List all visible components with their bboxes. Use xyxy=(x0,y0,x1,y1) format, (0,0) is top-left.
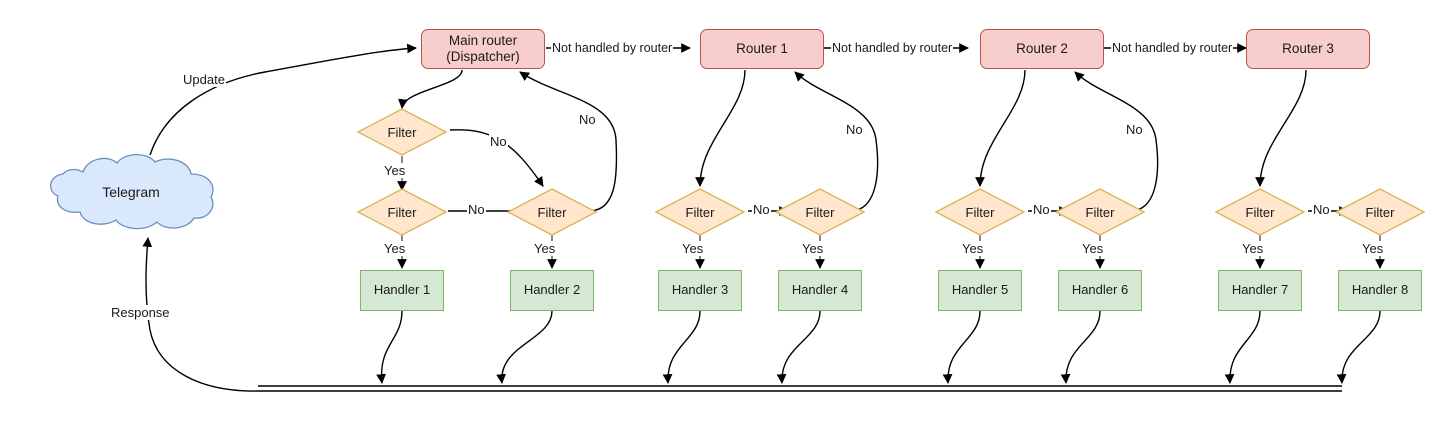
handler-3-label: Handler 3 xyxy=(671,282,729,298)
filter-0-label: Filter xyxy=(387,124,417,140)
filter-1-label: Filter xyxy=(387,204,417,220)
handler-1[interactable]: Handler 1 xyxy=(360,270,444,311)
edge-label-not-handled-1: Not handled by router xyxy=(551,41,674,55)
edge-h3-bus xyxy=(662,310,701,384)
handler-6[interactable]: Handler 6 xyxy=(1058,270,1142,311)
edge-label-no-r2-back: No xyxy=(1125,122,1144,137)
filter-5[interactable]: Filter xyxy=(935,188,1025,236)
handler-4[interactable]: Handler 4 xyxy=(778,270,862,311)
diamond-shape xyxy=(775,188,865,236)
edge-label-yes-8: Yes xyxy=(1361,241,1385,256)
edge-h4-bus xyxy=(776,310,821,384)
router-main[interactable]: Main router (Dispatcher) xyxy=(421,29,545,69)
filter-2[interactable]: Filter xyxy=(507,188,597,236)
cloud-icon xyxy=(50,153,214,230)
diamond-shape xyxy=(1055,188,1145,236)
edge-label-yes-5: Yes xyxy=(961,241,985,256)
edge-label-yes-top: Yes xyxy=(383,163,407,178)
handler-1-label: Handler 1 xyxy=(373,282,431,298)
edge-label-yes-3: Yes xyxy=(681,241,705,256)
edge-update xyxy=(149,43,417,156)
diamond-shape xyxy=(507,188,597,236)
edge-label-no-r1: No xyxy=(752,202,771,217)
telegram-cloud: Telegram xyxy=(45,152,217,232)
filter-2-label: Filter xyxy=(537,204,567,220)
router-1[interactable]: Router 1 xyxy=(700,29,824,69)
edge-h8-bus xyxy=(1336,310,1381,384)
router-2-label: Router 2 xyxy=(1016,41,1068,57)
router-main-label: Main router (Dispatcher) xyxy=(446,33,520,64)
edge-label-yes-2: Yes xyxy=(533,241,557,256)
diamond-shape xyxy=(655,188,745,236)
edge-h1-bus xyxy=(376,310,403,384)
handler-8[interactable]: Handler 8 xyxy=(1338,270,1422,311)
router-main-line1: Main router xyxy=(448,33,518,49)
handler-2-label: Handler 2 xyxy=(523,282,581,298)
handler-3[interactable]: Handler 3 xyxy=(658,270,742,311)
filter-6[interactable]: Filter xyxy=(1055,188,1145,236)
edge-f6-no-back xyxy=(1074,71,1159,212)
diamond-shape xyxy=(1335,188,1425,236)
filter-5-label: Filter xyxy=(965,204,995,220)
edge-label-not-handled-2: Not handled by router xyxy=(831,41,954,55)
edge-label-no-r1-back: No xyxy=(845,122,864,137)
edge-label-update: Update xyxy=(182,72,226,87)
telegram-label: Telegram xyxy=(102,184,160,200)
handler-7-label: Handler 7 xyxy=(1231,282,1289,298)
handler-7[interactable]: Handler 7 xyxy=(1218,270,1302,311)
edge-h6-bus xyxy=(1060,310,1101,384)
handler-2[interactable]: Handler 2 xyxy=(510,270,594,311)
filter-0[interactable]: Filter xyxy=(357,108,447,156)
handler-5[interactable]: Handler 5 xyxy=(938,270,1022,311)
edge-f4-no-back xyxy=(794,71,879,212)
router-3-label: Router 3 xyxy=(1282,41,1334,57)
edge-label-yes-7: Yes xyxy=(1241,241,1265,256)
edge-r3-to-f7 xyxy=(1255,69,1307,187)
edge-label-no-main-f1: No xyxy=(467,202,486,217)
edge-f2-no-back xyxy=(519,71,618,212)
handler-6-label: Handler 6 xyxy=(1071,282,1129,298)
router-1-label: Router 1 xyxy=(736,41,788,57)
edge-main-to-f0 xyxy=(398,69,463,109)
router-2[interactable]: Router 2 xyxy=(980,29,1104,69)
handler-4-label: Handler 4 xyxy=(791,282,849,298)
filter-7[interactable]: Filter xyxy=(1215,188,1305,236)
edge-response xyxy=(142,237,259,392)
edge-label-no-main-back: No xyxy=(578,112,597,127)
filter-3[interactable]: Filter xyxy=(655,188,745,236)
filter-4-label: Filter xyxy=(805,204,835,220)
edge-h2-bus xyxy=(496,310,553,384)
edge-r1-to-f3 xyxy=(695,69,746,187)
diamond-shape xyxy=(935,188,1025,236)
handler-8-label: Handler 8 xyxy=(1351,282,1409,298)
edge-label-response: Response xyxy=(110,305,171,320)
filter-3-label: Filter xyxy=(685,204,715,220)
filter-7-label: Filter xyxy=(1245,204,1275,220)
handler-5-label: Handler 5 xyxy=(951,282,1009,298)
edge-label-no-r3: No xyxy=(1312,202,1331,217)
router-3[interactable]: Router 3 xyxy=(1246,29,1370,69)
edge-label-yes-1: Yes xyxy=(383,241,407,256)
router-main-line2: (Dispatcher) xyxy=(446,49,520,64)
edge-label-yes-6: Yes xyxy=(1081,241,1105,256)
diamond-shape xyxy=(1215,188,1305,236)
filter-1[interactable]: Filter xyxy=(357,188,447,236)
filter-6-label: Filter xyxy=(1085,204,1115,220)
edge-label-not-handled-3: Not handled by router xyxy=(1111,41,1234,55)
edge-h5-bus xyxy=(942,310,981,384)
edge-label-no-r2: No xyxy=(1032,202,1051,217)
edge-r2-to-f5 xyxy=(975,69,1026,187)
edge-label-yes-4: Yes xyxy=(801,241,825,256)
diamond-shape xyxy=(357,108,447,156)
edge-label-no-main-f0: No xyxy=(489,134,508,149)
filter-8[interactable]: Filter xyxy=(1335,188,1425,236)
edge-h7-bus xyxy=(1224,310,1261,384)
diamond-shape xyxy=(357,188,447,236)
filter-8-label: Filter xyxy=(1365,204,1395,220)
filter-4[interactable]: Filter xyxy=(775,188,865,236)
